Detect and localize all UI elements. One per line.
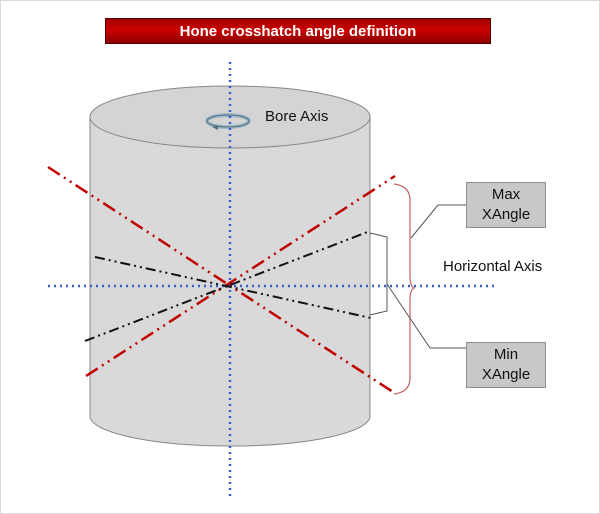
min-crosshatch-line-ascending (84, 230, 371, 342)
max-crosshatch-line-ascending (85, 174, 396, 378)
title-banner: Hone crosshatch angle definition (105, 18, 491, 44)
max-xangle-leader (410, 204, 466, 239)
min-xangle-label-line2: XAngle (481, 366, 531, 383)
min-xangle-leader (386, 283, 466, 349)
min-angle-bracket (369, 232, 388, 316)
rotation-arrow-icon (205, 113, 251, 130)
min-crosshatch-line-descending (94, 256, 372, 319)
max-xangle-box: Max XAngle (466, 182, 546, 228)
max-crosshatch-line-descending (47, 165, 394, 394)
min-xangle-label-line1: Min (493, 346, 519, 363)
page-title: Hone crosshatch angle definition (179, 22, 417, 40)
max-angle-bracket (393, 183, 416, 395)
max-xangle-label-line2: XAngle (481, 206, 531, 223)
horizontal-axis-label: Horizontal Axis (443, 258, 543, 275)
min-xangle-box: Min XAngle (466, 342, 546, 388)
bore-axis-label: Bore Axis (265, 108, 329, 125)
max-xangle-label-line1: Max (491, 186, 521, 203)
